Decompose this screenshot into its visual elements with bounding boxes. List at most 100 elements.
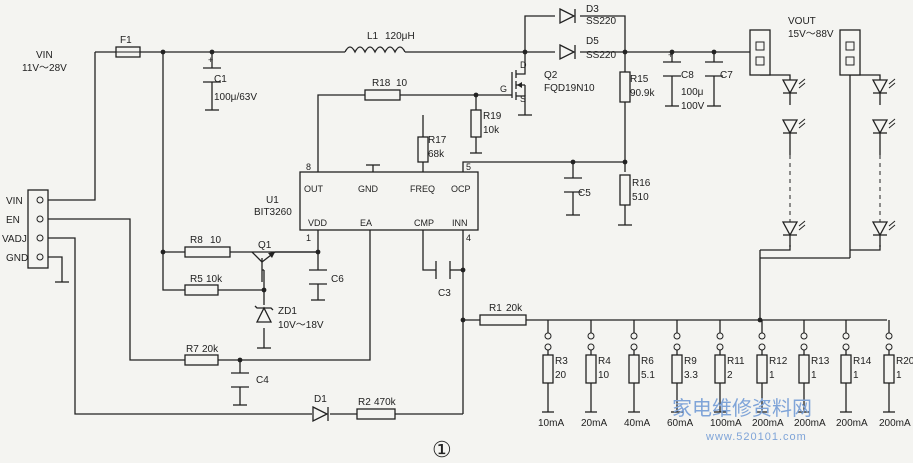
watermark-title: 家电维修资料网 (672, 397, 812, 420)
vout-range: 15V～88V (788, 29, 834, 40)
led-1-3 (781, 220, 806, 247)
led-chain-dashes (789, 155, 881, 222)
svg-text:EA: EA (360, 218, 372, 228)
connector-pin-gnd (36, 253, 44, 261)
svg-text:C5: C5 (578, 188, 591, 199)
resistor-ref: R4 (598, 356, 611, 367)
svg-text:10: 10 (396, 78, 408, 89)
current-resistor-r11: R11 2 100mA (710, 320, 745, 429)
watermark-url: www.520101.com (705, 431, 807, 443)
current-label: 200mA (879, 418, 911, 429)
jumper-pad-bottom (800, 343, 808, 351)
current-label: 20mA (581, 418, 607, 429)
svg-text:5: 5 (466, 162, 471, 172)
svg-text:OUT: OUT (304, 184, 324, 194)
capacitor-c5: C5 (564, 177, 591, 199)
jumper-pad-bottom (758, 343, 766, 351)
svg-text:10V～18V: 10V～18V (278, 320, 324, 331)
resistor-body (798, 354, 810, 384)
jumper-pad-top (885, 332, 893, 340)
svg-text:20k: 20k (202, 344, 219, 355)
svg-text:R15: R15 (630, 74, 649, 85)
svg-text:R1: R1 (489, 303, 502, 314)
resistor-body (585, 354, 597, 384)
resistor-value: 5.1 (641, 370, 655, 381)
resistor-r17: R17 68k (417, 135, 447, 163)
svg-text:G: G (500, 84, 507, 94)
svg-text:FQD19N10: FQD19N10 (544, 83, 595, 94)
connector-pin-vin (36, 196, 44, 204)
jumper-pad-bottom (673, 343, 681, 351)
jumper-pad-bottom (544, 343, 552, 351)
led-1-2 (781, 118, 806, 145)
svg-text:GND: GND (358, 184, 379, 194)
svg-text:100μ/63V: 100μ/63V (214, 92, 257, 103)
jumper-pad-top (544, 332, 552, 340)
connector-label-en: EN (6, 215, 20, 226)
svg-text:10: 10 (210, 235, 222, 246)
svg-text:SS220: SS220 (586, 16, 616, 27)
svg-text:R7: R7 (186, 344, 199, 355)
resistor-value: 2 (727, 370, 733, 381)
jumper-pad-top (758, 332, 766, 340)
jumper-pad-bottom (716, 343, 724, 351)
transistor-q1: Q1 (251, 240, 276, 282)
svg-text:D5: D5 (586, 36, 599, 47)
jumper-pad-bottom (587, 343, 595, 351)
resistor-ref: R13 (811, 356, 830, 367)
svg-text:D: D (520, 60, 527, 70)
resistor-r7: R7 20k (184, 344, 219, 366)
svg-text:C4: C4 (256, 375, 269, 386)
resistor-ref: R11 (727, 356, 745, 367)
current-label: 200mA (836, 418, 868, 429)
current-label: 200mA (794, 418, 826, 429)
resistor-body (671, 354, 683, 384)
figure-number: ① (432, 437, 452, 462)
current-label: 100mA (710, 418, 742, 429)
jumper-pad-top (800, 332, 808, 340)
svg-text:8: 8 (306, 162, 311, 172)
svg-text:FREQ: FREQ (410, 184, 435, 194)
svg-text:F1: F1 (120, 35, 132, 46)
svg-text:C7: C7 (720, 70, 733, 81)
svg-text:120μH: 120μH (385, 31, 415, 42)
current-resistor-r4: R4 10 20mA (581, 320, 611, 429)
resistor-r19: R19 10k (470, 109, 502, 138)
led-strings (781, 78, 896, 247)
resistor-value: 1 (896, 370, 902, 381)
jumper-pad-top (673, 332, 681, 340)
svg-text:U1: U1 (266, 195, 279, 206)
svg-text:+: + (208, 55, 213, 65)
svg-text:D1: D1 (314, 394, 327, 405)
output-connector-2 (839, 29, 861, 76)
svg-text:100μ: 100μ (681, 87, 704, 98)
current-label: 60mA (667, 418, 693, 429)
resistor-value: 3.3 (684, 370, 698, 381)
resistor-body (883, 354, 895, 384)
connector-pin-en (36, 215, 44, 223)
ground-symbols (55, 105, 721, 406)
resistor-value: 10 (598, 370, 610, 381)
mosfet-q2: D G S Q2 FQD19N10 (500, 60, 595, 104)
jumper-pad-top (587, 332, 595, 340)
svg-text:OCP: OCP (451, 184, 471, 194)
jumper-pad-top (716, 332, 724, 340)
led-2-2 (871, 118, 896, 145)
svg-text:+: + (668, 50, 673, 60)
current-label: 200mA (752, 418, 784, 429)
current-label: 40mA (624, 418, 650, 429)
resistor-r16: R16 510 (619, 174, 651, 206)
svg-text:C3: C3 (438, 288, 451, 299)
svg-text:20k: 20k (506, 303, 523, 314)
wires (48, 15, 887, 415)
resistor-r5: R5 10k (184, 274, 223, 296)
svg-text:Q1: Q1 (258, 240, 272, 251)
resistor-value: 20 (555, 370, 567, 381)
